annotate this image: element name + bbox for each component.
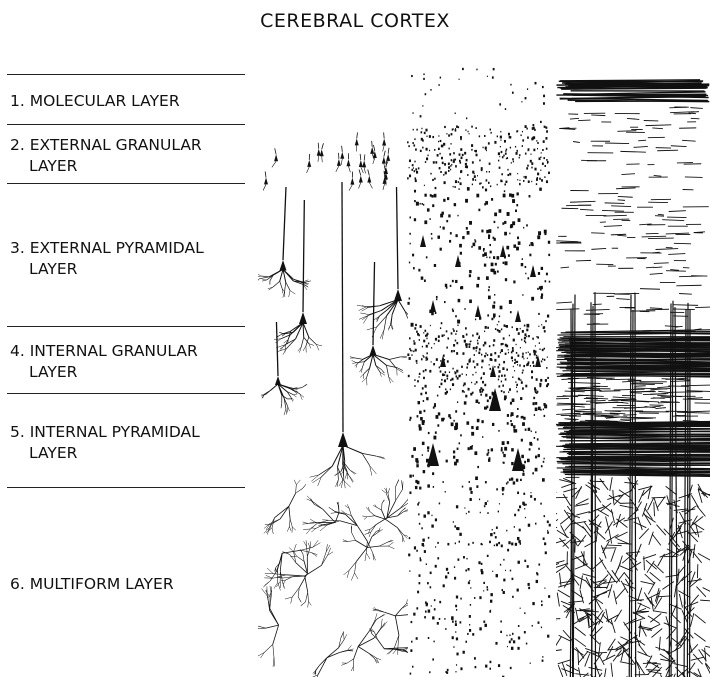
layer-divider-5-6 [7,487,245,488]
layer-divider-1-2 [7,124,245,125]
cortex-illustration [258,62,710,677]
label-line: LAYER [10,443,250,464]
label-line: 6. MULTIFORM LAYER [10,574,250,595]
label-line: LAYER [10,259,250,280]
layer-divider-3-4 [7,326,245,327]
layer-label-molecular: 1. MOLECULAR LAYER [10,91,250,112]
label-line: 3. EXTERNAL PYRAMIDAL [10,238,250,259]
label-line: LAYER [10,362,250,383]
layer-divider-top [7,74,245,75]
nissl-stain-panel [403,62,553,677]
layer-label-external-pyramidal: 3. EXTERNAL PYRAMIDAL LAYER [10,238,250,280]
layer-divider-2-3 [7,183,245,184]
layer-label-internal-granular: 4. INTERNAL GRANULAR LAYER [10,341,250,383]
label-line: 5. INTERNAL PYRAMIDAL [10,422,250,443]
golgi-stain-panel [258,62,408,677]
layer-divider-4-5 [7,393,245,394]
weigert-stain-panel [556,62,710,677]
label-line: 2. EXTERNAL GRANULAR [10,135,250,156]
label-line: 1. MOLECULAR LAYER [10,91,250,112]
layer-label-multiform: 6. MULTIFORM LAYER [10,574,250,595]
layer-label-internal-pyramidal: 5. INTERNAL PYRAMIDAL LAYER [10,422,250,464]
diagram-title: CEREBRAL CORTEX [0,10,710,32]
label-line: 4. INTERNAL GRANULAR [10,341,250,362]
label-line: LAYER [10,156,250,177]
layer-label-external-granular: 2. EXTERNAL GRANULAR LAYER [10,135,250,177]
